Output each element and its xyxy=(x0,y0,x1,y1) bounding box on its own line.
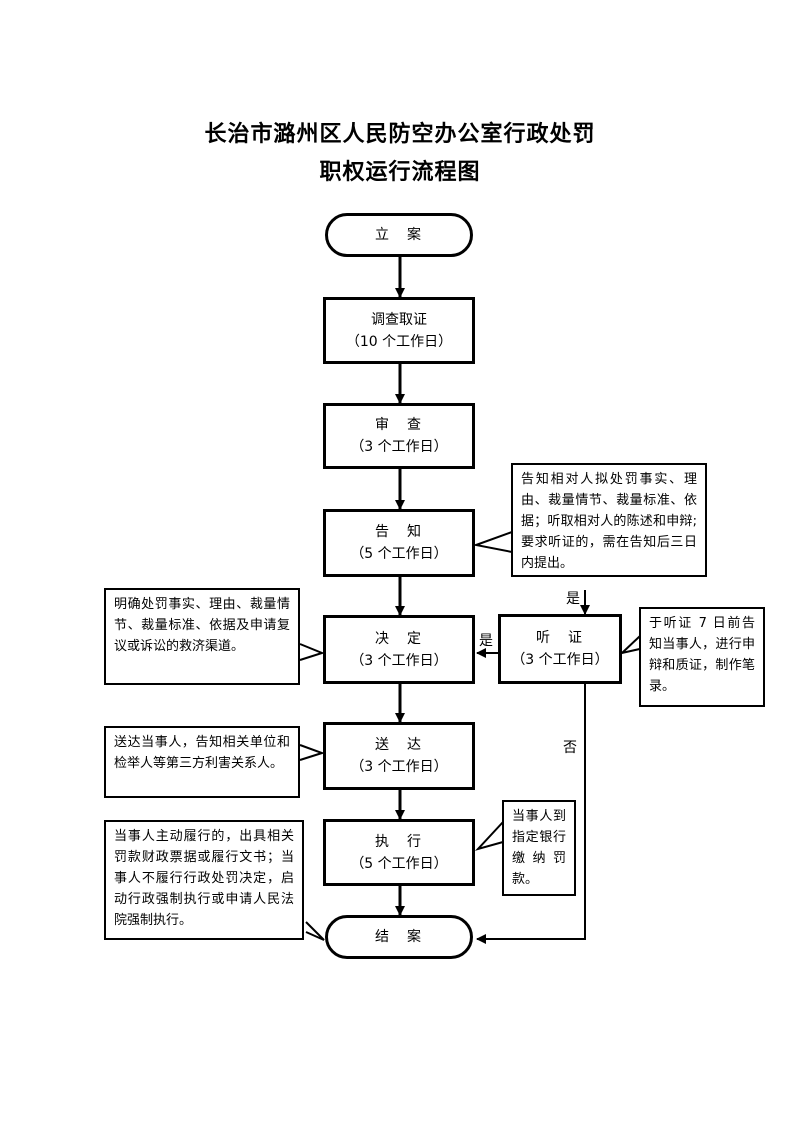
edge-label-no: 否 xyxy=(563,740,577,756)
node-zhixing: 执 行 （5 个工作日） xyxy=(323,819,475,886)
note-tingzheng: 于听证 7 日前告知当事人，进行申辩和质证，制作笔录。 xyxy=(639,607,765,707)
node-jueding-duration: （3 个工作日） xyxy=(350,652,448,669)
node-tingzheng: 听 证 （3 个工作日） xyxy=(498,614,622,684)
pointer-jueding-note xyxy=(299,643,325,661)
node-gaozhi: 告 知 （5 个工作日） xyxy=(323,509,475,577)
note-zhixing-right: 当事人到指定银行缴纳罚款。 xyxy=(502,800,576,896)
edge-label-yes-left: 是 xyxy=(479,633,493,649)
pointer-gaozhi-note xyxy=(472,531,513,553)
note-jueding: 明确处罚事实、理由、裁量情节、裁量标准、依据及申请复议或诉讼的救济渠道。 xyxy=(104,588,300,685)
node-songda-label: 送 达 xyxy=(375,737,423,753)
diagram-title-line1: 长治市潞州区人民防空办公室行政处罚 xyxy=(204,121,596,147)
node-lian: 立 案 xyxy=(325,213,473,257)
node-shencha-duration: （3 个工作日） xyxy=(350,439,448,455)
node-tingzheng-duration: （3 个工作日） xyxy=(511,652,609,668)
node-lian-label: 立 案 xyxy=(375,227,423,243)
node-songda-duration: （3 个工作日） xyxy=(350,759,448,775)
node-diaocha-duration: （10 个工作日） xyxy=(345,333,453,350)
node-songda: 送 达 （3 个工作日） xyxy=(323,722,475,790)
note-gaozhi: 告知相对人拟处罚事实、理由、裁量情节、裁量标准、依据；听取相对人的陈述和申辩;要… xyxy=(511,463,707,577)
pointer-zhixing-left-note xyxy=(305,921,325,941)
node-shencha-label: 审 查 xyxy=(375,417,423,433)
node-diaocha: 调查取证 （10 个工作日） xyxy=(323,297,475,364)
note-zhixing-left: 当事人主动履行的，出具相关罚款财政票据或履行文书；当事人不履行行政处罚决定，启动… xyxy=(104,820,304,940)
pointer-zhixing-right-note xyxy=(474,821,504,851)
node-jiean: 结 案 xyxy=(325,915,473,959)
node-jueding: 决 定 （3 个工作日） xyxy=(323,615,475,684)
edge-label-yes-down: 是 xyxy=(566,591,580,607)
node-jiean-label: 结 案 xyxy=(375,929,423,945)
arrow-no-to-jiean xyxy=(476,684,586,944)
node-zhixing-label: 执 行 xyxy=(375,833,423,850)
node-gaozhi-label: 告 知 xyxy=(375,524,423,540)
pointer-tingzheng-note xyxy=(618,635,645,655)
node-zhixing-duration: （5 个工作日） xyxy=(350,855,448,872)
node-jueding-label: 决 定 xyxy=(375,630,423,647)
pointer-songda-note xyxy=(299,744,326,761)
node-shencha: 审 查 （3 个工作日） xyxy=(323,403,475,469)
diagram-title-line2: 职权运行流程图 xyxy=(319,159,481,185)
node-diaocha-label: 调查取证 xyxy=(371,311,427,328)
note-songda: 送达当事人，告知相关单位和检举人等第三方利害关系人。 xyxy=(104,726,300,798)
node-tingzheng-label: 听 证 xyxy=(536,630,584,646)
node-gaozhi-duration: （5 个工作日） xyxy=(350,546,448,562)
